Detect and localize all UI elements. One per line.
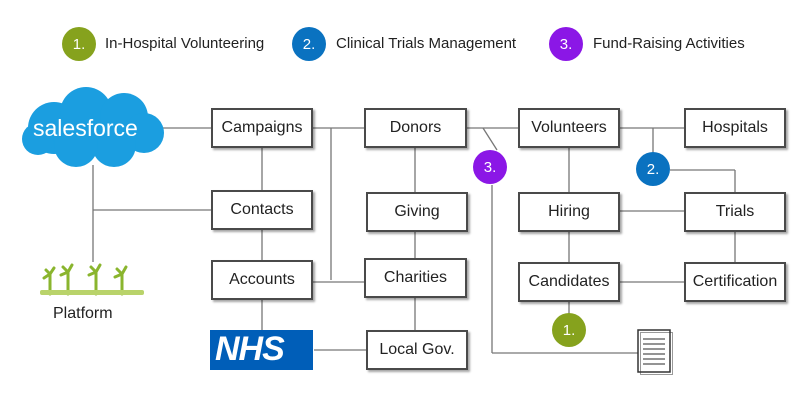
node-hospitals: Hospitals (684, 108, 786, 148)
node-certification: Certification (684, 262, 786, 302)
node-giving: Giving (366, 192, 468, 232)
legend-label-2: Clinical Trials Management (336, 35, 517, 52)
raised-hands-icon (40, 263, 144, 296)
node-accounts: Accounts (211, 260, 313, 300)
connector-fundraising-diagonal (482, 127, 498, 151)
nhs-logo (210, 330, 313, 370)
legend-badge-3: 3. (549, 27, 583, 61)
legend-label-1: In-Hospital Volunteering (105, 35, 265, 52)
node-trials: Trials (684, 192, 786, 232)
node-donors: Donors (364, 108, 467, 148)
node-contacts: Contacts (211, 190, 313, 230)
node-campaigns: Campaigns (211, 108, 313, 148)
node-local-gov: Local Gov. (366, 330, 468, 370)
platform-label: Platform (53, 305, 113, 322)
node-charities: Charities (364, 258, 467, 298)
document-icon (637, 329, 673, 375)
marker-trials: 2. (636, 152, 670, 186)
legend-label-3: Fund-Raising Activities (593, 35, 745, 52)
node-hiring: Hiring (518, 192, 620, 232)
cloud-icon (22, 87, 164, 167)
nhs-logo-text: NHS (215, 330, 285, 368)
salesforce-logo: salesforce (33, 115, 138, 141)
marker-fundraising: 3. (473, 150, 507, 184)
node-volunteers: Volunteers (518, 108, 620, 148)
legend-badge-1: 1. (62, 27, 96, 61)
node-candidates: Candidates (518, 262, 620, 302)
legend-badge-2: 2. (292, 27, 326, 61)
marker-volunteering: 1. (552, 313, 586, 347)
